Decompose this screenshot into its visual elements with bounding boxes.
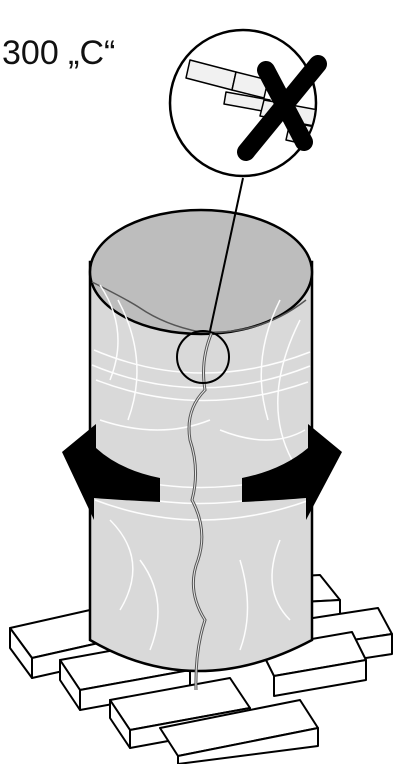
magnified-detail — [170, 30, 340, 176]
water-heater-cylinder — [90, 210, 312, 690]
